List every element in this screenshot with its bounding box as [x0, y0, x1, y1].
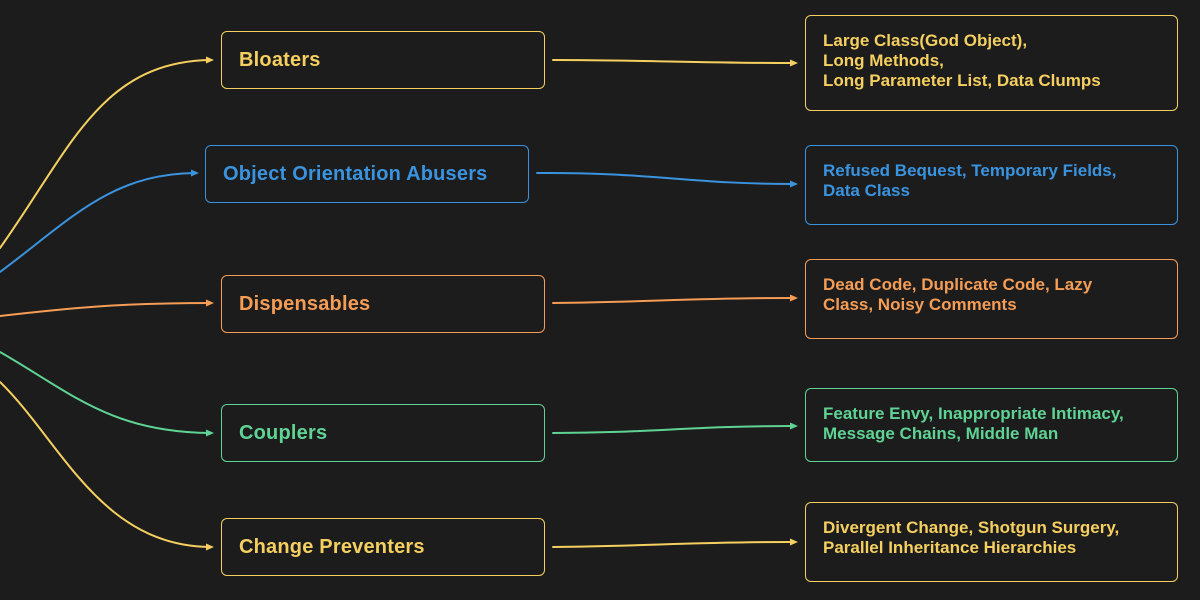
detail-line: Parallel Inheritance Hierarchies [823, 538, 1077, 557]
connector-bloaters-to-details [552, 59, 793, 64]
category-label: Object Orientation Abusers [223, 162, 488, 185]
detail-line: Refused Bequest, Temporary Fields, [823, 161, 1117, 180]
detail-line: Long Parameter List, Data Clumps [823, 71, 1101, 90]
detail-line: Divergent Change, Shotgun Surgery, [823, 518, 1120, 537]
detail-line: Data Class [823, 181, 910, 200]
arrowhead-icon [790, 538, 798, 546]
category-node-couplers: Couplers [221, 404, 545, 462]
category-label: Dispensables [239, 292, 371, 315]
detail-node-bloaters: Large Class(God Object), Long Methods, L… [805, 15, 1178, 111]
arrowhead-icon [191, 169, 199, 177]
arrowhead-icon [790, 294, 798, 302]
arrowhead-icon [790, 180, 798, 188]
connector-root-to-object-orientation-abusers [0, 172, 196, 273]
detail-line: Class, Noisy Comments [823, 295, 1017, 314]
detail-node-change-preventers: Divergent Change, Shotgun Surgery, Paral… [805, 502, 1178, 582]
category-node-change-preventers: Change Preventers [221, 518, 545, 576]
connector-root-to-bloaters [0, 59, 211, 249]
arrowhead-icon [206, 429, 214, 437]
detail-line: Feature Envy, Inappropriate Intimacy, [823, 404, 1124, 423]
connector-dispensables-to-details [552, 297, 793, 304]
detail-line: Large Class(God Object), [823, 31, 1028, 50]
arrowhead-icon [206, 299, 214, 307]
category-label: Change Preventers [239, 535, 425, 558]
connector-couplers-to-details [552, 425, 793, 434]
detail-line: Long Methods, [823, 51, 944, 70]
arrowhead-icon [206, 56, 214, 64]
category-label: Bloaters [239, 48, 321, 71]
connector-change-preventers-to-details [552, 541, 793, 548]
detail-node-couplers: Feature Envy, Inappropriate Intimacy, Me… [805, 388, 1178, 462]
detail-node-dispensables: Dead Code, Duplicate Code, Lazy Class, N… [805, 259, 1178, 339]
category-label: Couplers [239, 421, 328, 444]
arrowhead-icon [206, 543, 214, 551]
detail-line: Message Chains, Middle Man [823, 424, 1059, 443]
connector-object-orientation-abusers-to-details [536, 171, 793, 185]
category-node-dispensables: Dispensables [221, 275, 545, 333]
connector-root-to-change-preventers [0, 381, 211, 548]
arrowhead-icon [790, 422, 798, 430]
detail-line: Dead Code, Duplicate Code, Lazy [823, 275, 1093, 294]
connector-root-to-couplers [0, 351, 211, 434]
category-node-bloaters: Bloaters [221, 31, 545, 89]
arrowhead-icon [790, 59, 798, 67]
category-node-object-orientation-abusers: Object Orientation Abusers [205, 145, 529, 203]
detail-node-object-orientation-abusers: Refused Bequest, Temporary Fields, Data … [805, 145, 1178, 225]
connector-root-to-dispensables [0, 302, 211, 317]
